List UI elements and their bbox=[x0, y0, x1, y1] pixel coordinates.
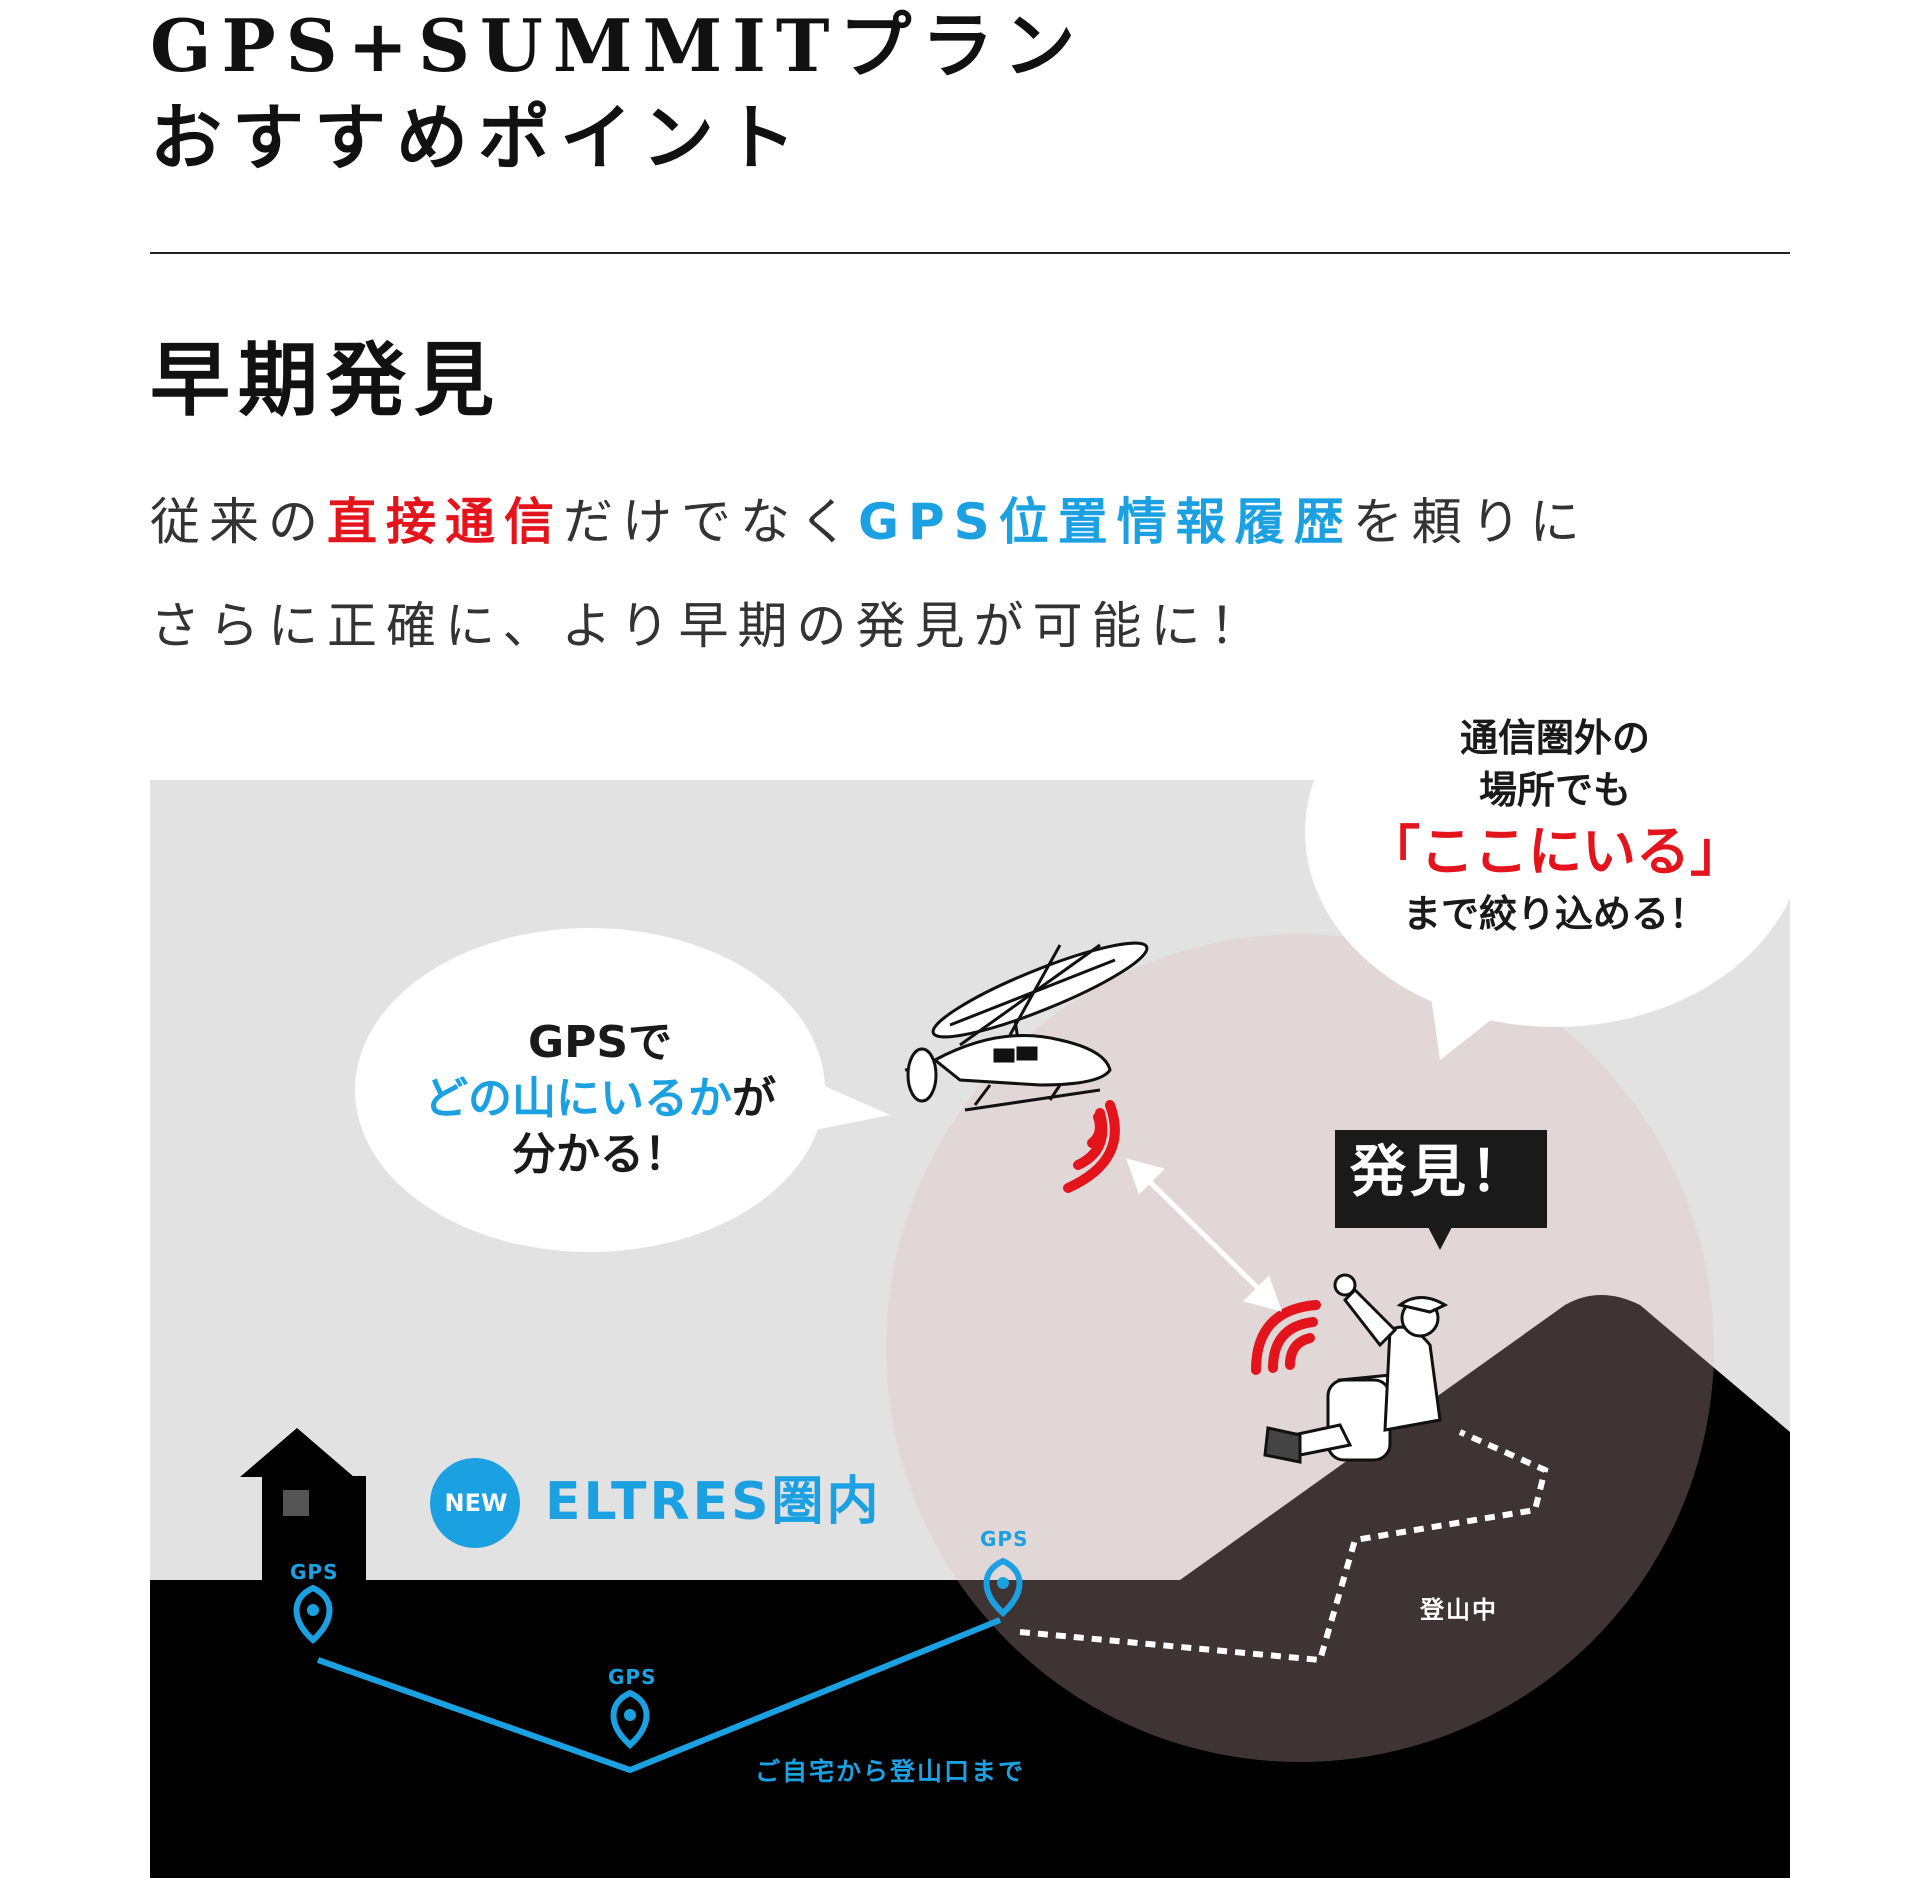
speech-bubble-left bbox=[355, 928, 890, 1252]
bubble-left-line-1: GPSで bbox=[527, 1017, 673, 1068]
page-title: GPS+SUMMITプラン おすすめポイント bbox=[150, 0, 1085, 184]
desc-text: だけでなく bbox=[563, 493, 858, 551]
bubble-left-tail: が bbox=[732, 1073, 776, 1124]
map-pin-icon bbox=[293, 1584, 333, 1645]
map-pin-icon bbox=[610, 1689, 650, 1750]
divider bbox=[150, 252, 1790, 254]
description-line-1: 従来の直接通信だけでなくGPS位置情報履歴を頼りに bbox=[150, 470, 1800, 574]
desc-highlight-gps: GPS位置情報履歴 bbox=[858, 493, 1353, 551]
found-label: 発見！ bbox=[1350, 1140, 1530, 1205]
speech-bubble-right-text: 通信圏外の 場所でも 「ここにいる」 まで絞り込める！ bbox=[1345, 712, 1765, 940]
signal-link-arrow bbox=[1126, 1158, 1282, 1312]
title-line-1: GPS+SUMMITプラン bbox=[150, 3, 1086, 88]
hiker-icon bbox=[1263, 1273, 1449, 1464]
speech-bubble-right bbox=[1305, 637, 1805, 1060]
house-icon bbox=[240, 1428, 366, 1582]
route-label: ご自宅から登山口まで bbox=[755, 1757, 1026, 1786]
gps-pin-label: GPS bbox=[980, 1527, 1029, 1551]
signal-icon bbox=[1063, 1100, 1120, 1193]
found-tag bbox=[1335, 1130, 1547, 1250]
bubble-right-highlight: 「ここにいる」 bbox=[1366, 820, 1744, 883]
gps-pin-label: GPS bbox=[608, 1665, 657, 1689]
desc-text: 従来の bbox=[150, 493, 327, 551]
bubble-left-line-2: どの山にいるかが bbox=[370, 1071, 830, 1127]
bubble-right-line-1: 通信圏外の bbox=[1459, 716, 1650, 760]
helicopter-icon bbox=[904, 941, 1149, 1112]
route-line bbox=[317, 1617, 1002, 1774]
eltres-zone-label: ELTRES圏内 bbox=[545, 1472, 882, 1532]
gps-pin-label: GPS bbox=[290, 1560, 339, 1584]
signal-icon bbox=[1251, 1300, 1321, 1375]
bubble-left-highlight: どの山にいるか bbox=[424, 1073, 732, 1124]
mountain bbox=[1180, 1295, 1790, 1580]
desc-text: を頼りに bbox=[1352, 493, 1589, 551]
description-line-2: さらに正確に、より早期の発見が可能に！ bbox=[150, 597, 1269, 655]
map-pin-icon bbox=[983, 1557, 1023, 1618]
desc-highlight-direct: 直接通信 bbox=[327, 493, 563, 551]
climbing-label: 登山中 bbox=[1420, 1596, 1498, 1624]
speech-bubble-left-text: GPSで どの山にいるかが 分かる！ bbox=[370, 1015, 830, 1183]
new-badge-label: NEW bbox=[444, 1489, 508, 1517]
new-badge bbox=[430, 1458, 520, 1548]
section-heading: 早期発見 bbox=[150, 333, 502, 427]
title-line-2: おすすめポイント bbox=[150, 95, 807, 180]
bubble-right-line-2: 場所でも bbox=[1478, 768, 1631, 812]
bubble-left-line-3: 分かる！ bbox=[512, 1129, 688, 1180]
bubble-right-line-4: まで絞り込める！ bbox=[1402, 892, 1707, 936]
section-description: 従来の直接通信だけでなくGPS位置情報履歴を頼りに さらに正確に、より早期の発見… bbox=[150, 470, 1800, 678]
